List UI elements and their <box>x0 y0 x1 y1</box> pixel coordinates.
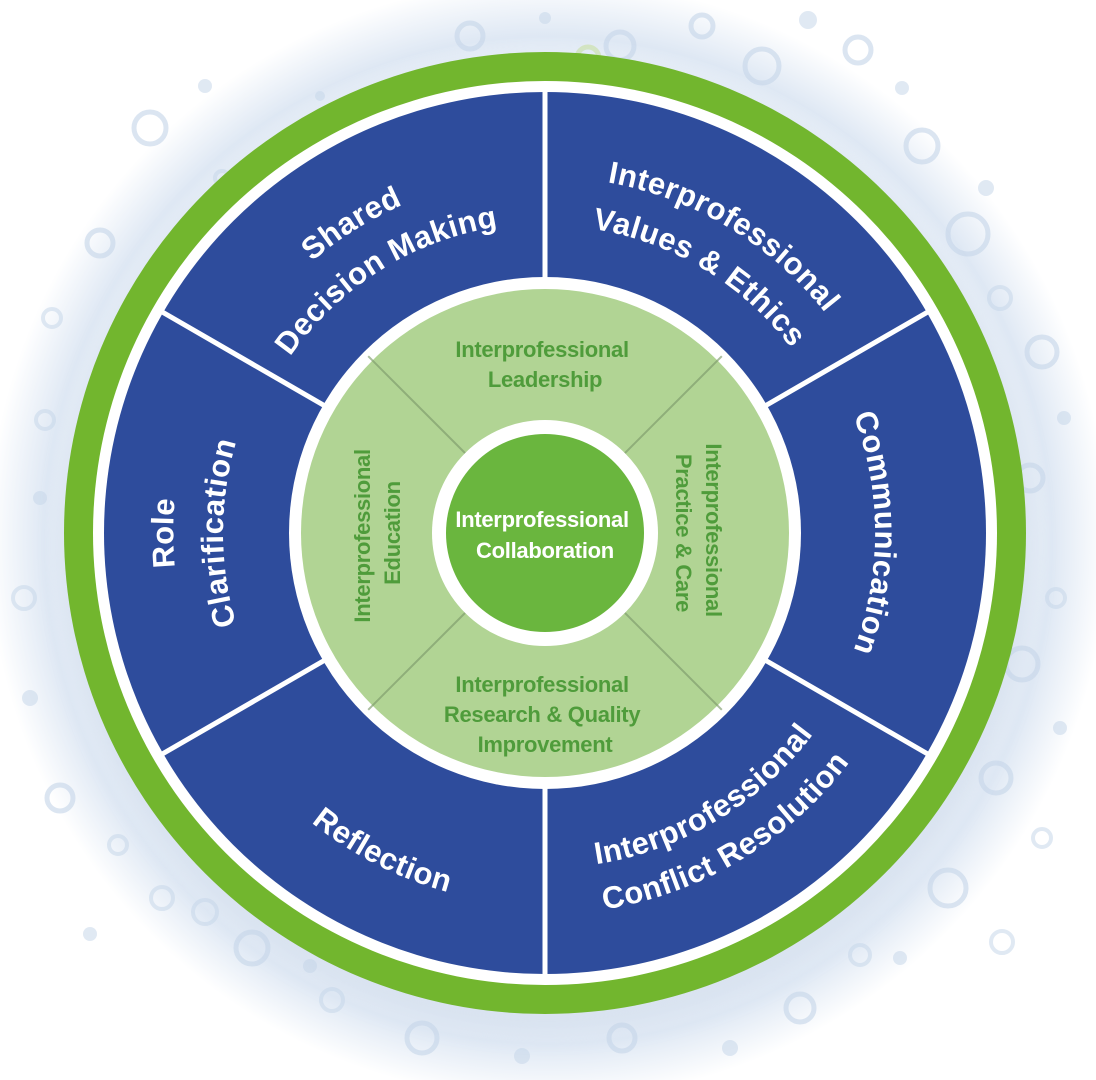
inner-segment-practice-care: Interprofessional Practice & Care <box>671 443 726 622</box>
inner-segment-leadership: Interprofessional Leadership <box>455 337 634 392</box>
inner-segment-education: Interprofessional Education <box>350 443 405 622</box>
wheel-rings <box>64 52 1026 1014</box>
segment-role-clarification: Role Clarification <box>145 434 242 631</box>
blue-ring-dividers <box>157 87 933 979</box>
center-circle <box>446 434 644 632</box>
inner-segment-research-quality: Interprofessional Research & Quality Imp… <box>444 672 646 757</box>
segment-label-line: Role <box>145 497 182 570</box>
background-bubbles <box>11 11 1071 1064</box>
center-label: Interprofessional Collaboration <box>455 507 634 563</box>
inner-ring-dividers <box>367 355 723 711</box>
